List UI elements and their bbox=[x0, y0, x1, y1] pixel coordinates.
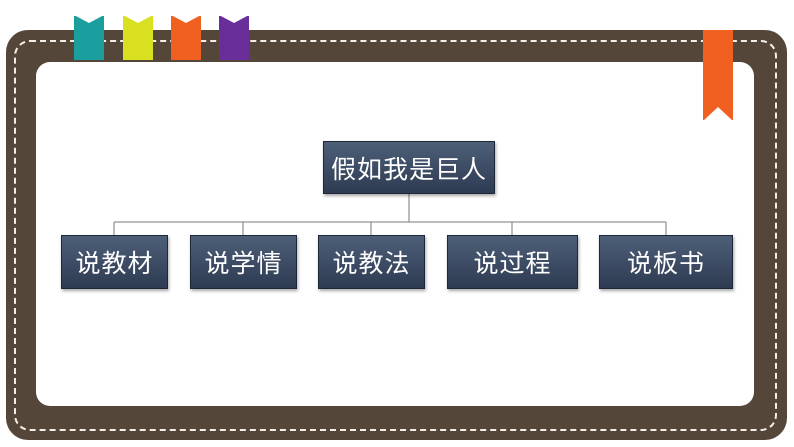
child-node-1: 说教材 bbox=[61, 235, 168, 289]
child-node-2: 说学情 bbox=[190, 235, 297, 289]
child-node-4: 说过程 bbox=[447, 235, 578, 289]
purple-ribbon bbox=[219, 15, 249, 60]
bookmark-ribbon bbox=[703, 30, 733, 121]
child-node-5: 说板书 bbox=[599, 235, 733, 289]
yellow-ribbon bbox=[123, 15, 153, 60]
dashed-stitching bbox=[14, 40, 777, 431]
content-panel bbox=[36, 62, 754, 406]
teal-ribbon bbox=[74, 15, 104, 60]
root-node: 假如我是巨人 bbox=[323, 141, 495, 194]
orange-ribbon bbox=[171, 15, 201, 60]
child-node-3: 说教法 bbox=[318, 235, 425, 289]
